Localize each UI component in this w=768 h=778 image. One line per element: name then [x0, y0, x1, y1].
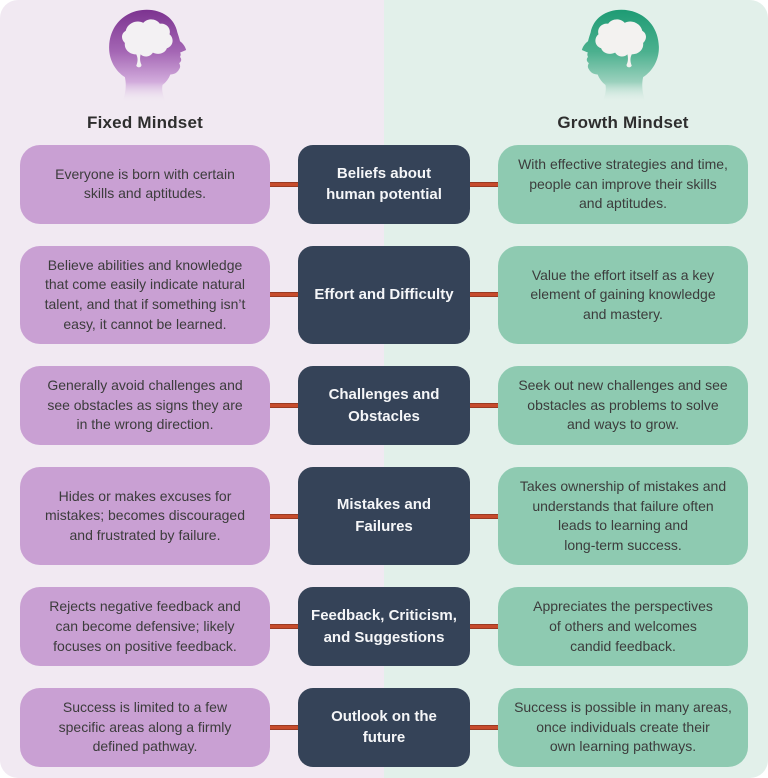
growth-mindset-header: Growth Mindset — [498, 8, 748, 133]
growth-mindset-box: Appreciates the perspectives of others a… — [498, 587, 748, 667]
row-mistakes: Hides or makes excuses for mistakes; bec… — [20, 466, 748, 566]
fixed-mindset-box: Rejects negative feedback and can become… — [20, 587, 270, 667]
connector-line — [470, 724, 498, 730]
head-brain-teal-icon — [581, 9, 659, 103]
category-box: Beliefs about human potential — [298, 145, 470, 224]
growth-mindset-box: Success is possible in many areas, once … — [498, 688, 748, 767]
row-effort: Believe abilities and knowledge that com… — [20, 245, 748, 345]
fixed-mindset-box: Hides or makes excuses for mistakes; bec… — [20, 466, 270, 566]
category-box: Outlook on the future — [298, 688, 470, 767]
connector-line — [270, 292, 298, 298]
comparison-rows: Everyone is born with certain skills and… — [0, 133, 768, 777]
growth-mindset-box: Seek out new challenges and see obstacle… — [498, 366, 748, 445]
fixed-mindset-box: Generally avoid challenges and see obsta… — [20, 366, 270, 445]
row-beliefs: Everyone is born with certain skills and… — [20, 145, 748, 224]
category-box: Mistakes and Failures — [298, 466, 470, 566]
growth-mindset-box: With effective strategies and time, peop… — [498, 145, 748, 224]
category-box: Feedback, Criticism, and Suggestions — [298, 587, 470, 667]
row-outlook: Success is limited to a few specific are… — [20, 688, 748, 767]
fixed-mindset-box: Everyone is born with certain skills and… — [20, 145, 270, 224]
fixed-mindset-box: Believe abilities and knowledge that com… — [20, 245, 270, 345]
connector-line — [470, 624, 498, 630]
category-box: Challenges and Obstacles — [298, 366, 470, 445]
connector-line — [470, 403, 498, 409]
growth-mindset-box: Value the effort itself as a key element… — [498, 245, 748, 345]
category-box: Effort and Difficulty — [298, 245, 470, 345]
connector-line — [270, 513, 298, 519]
growth-mindset-title: Growth Mindset — [557, 113, 689, 132]
connector-line — [470, 181, 498, 187]
fixed-mindset-box: Success is limited to a few specific are… — [20, 688, 270, 767]
connector-line — [270, 181, 298, 187]
fixed-mindset-title: Fixed Mindset — [87, 113, 203, 132]
connector-line — [270, 724, 298, 730]
connector-line — [470, 513, 498, 519]
row-challenges: Generally avoid challenges and see obsta… — [20, 366, 748, 445]
header-section: Fixed Mindset Growth Mindset — [0, 0, 768, 133]
connector-line — [470, 292, 498, 298]
connector-line — [270, 403, 298, 409]
head-brain-purple-icon — [109, 9, 187, 103]
connector-line — [270, 624, 298, 630]
growth-mindset-box: Takes ownership of mistakes and understa… — [498, 466, 748, 566]
row-feedback: Rejects negative feedback and can become… — [20, 587, 748, 667]
fixed-mindset-header: Fixed Mindset — [20, 8, 270, 133]
